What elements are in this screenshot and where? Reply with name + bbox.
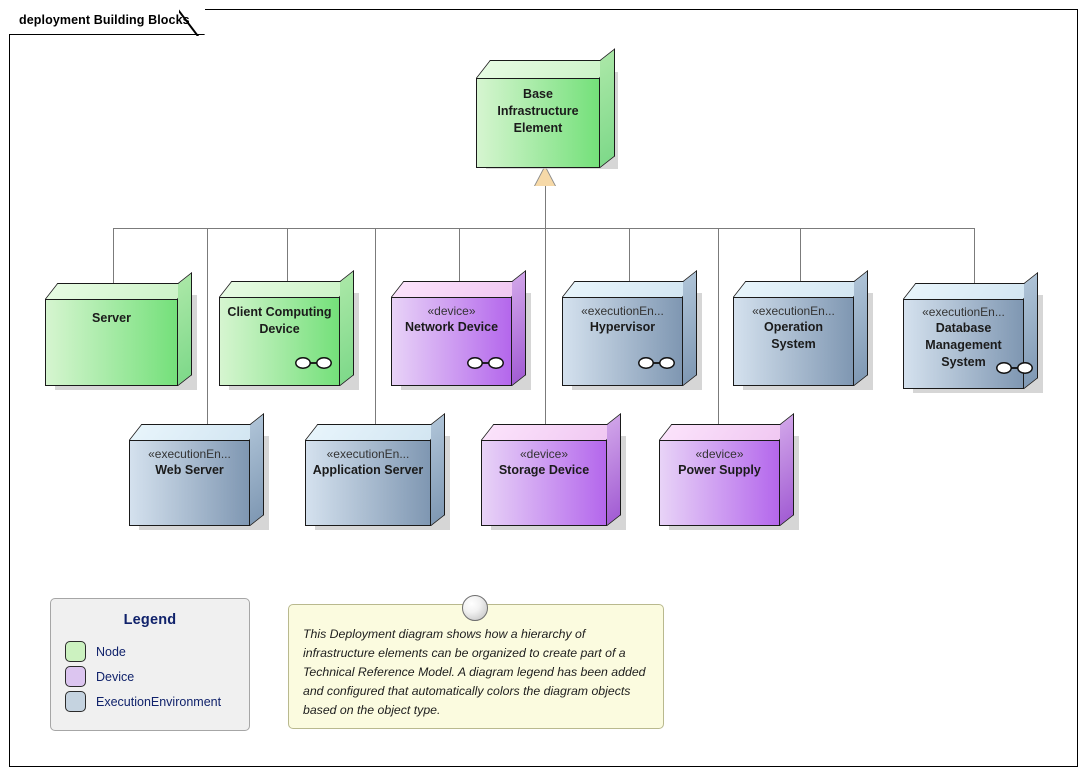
node-front-face: [659, 440, 780, 526]
node-top-face: [219, 281, 353, 297]
legend-item-node[interactable]: Node: [51, 639, 249, 664]
node-hypervisor[interactable]: «executionEn... Hypervisor: [562, 270, 702, 393]
node-database-management-system[interactable]: «executionEn... Database Management Syst…: [903, 272, 1043, 395]
node-network-device[interactable]: «device» Network Device: [391, 270, 531, 393]
node-side-face: [340, 270, 354, 386]
connector-drop-storage-device: [545, 228, 547, 431]
node-side-face: [854, 270, 868, 386]
node-base-infrastructure-element[interactable]: Base Infrastructure Element: [476, 48, 618, 187]
connector-root-stem: [545, 186, 547, 229]
node-side-face: [250, 413, 264, 526]
note-panel[interactable]: This Deployment diagram shows how a hier…: [288, 604, 664, 729]
node-top-face: [733, 281, 867, 297]
node-side-face: [607, 413, 621, 526]
node-front-face: [391, 297, 512, 386]
frame-tab-shape: [9, 9, 205, 35]
node-front-face: [129, 440, 250, 526]
legend-swatch-device: [65, 666, 86, 687]
connector-drop-power-supply: [718, 228, 720, 431]
legend-item-device[interactable]: Device: [51, 664, 249, 689]
node-front-face: [481, 440, 607, 526]
node-top-face: [45, 283, 191, 299]
node-side-face: [780, 413, 794, 526]
node-application-server[interactable]: «executionEn... Application Server: [305, 413, 450, 532]
generalization-arrow-icon: [535, 167, 555, 186]
connector-drop-network-device: [459, 228, 461, 289]
node-top-face: [903, 283, 1037, 299]
node-front-face: [305, 440, 431, 526]
diagram-frame: [9, 9, 1078, 767]
diagram-frame-tab[interactable]: deployment Building Blocks: [9, 9, 205, 36]
node-web-server[interactable]: «executionEn... Web Server: [129, 413, 269, 532]
node-top-face: [476, 60, 615, 78]
connector-drop-database-management-system: [974, 228, 976, 289]
node-side-face: [683, 270, 697, 386]
composite-link-icon: [996, 362, 1033, 374]
legend-rows: Node Device ExecutionEnvironment: [51, 639, 249, 714]
node-server[interactable]: Server: [45, 272, 197, 393]
frame-tab-label: deployment Building Blocks: [19, 13, 190, 27]
legend-swatch-executionenvironment: [65, 691, 86, 712]
node-front-face: [45, 299, 178, 386]
node-top-face: [305, 424, 444, 440]
composite-link-icon: [467, 357, 504, 369]
node-side-face: [431, 413, 445, 526]
connector-drop-hypervisor: [629, 228, 631, 289]
node-side-face: [512, 270, 526, 386]
node-power-supply[interactable]: «device» Power Supply: [659, 413, 799, 532]
node-side-face: [178, 272, 192, 386]
connector-bus: [113, 228, 975, 230]
composite-link-icon: [295, 357, 332, 369]
node-front-face: [476, 78, 600, 168]
legend-item-executionenvironment[interactable]: ExecutionEnvironment: [51, 689, 249, 714]
note-anchor-handle-icon[interactable]: [462, 595, 488, 621]
node-front-face: [903, 299, 1024, 389]
connector-drop-web-server: [207, 228, 209, 431]
connector-drop-operation-system: [800, 228, 802, 289]
node-front-face: [562, 297, 683, 386]
node-side-face: [600, 48, 615, 168]
node-top-face: [659, 424, 793, 440]
composite-link-icon: [638, 357, 675, 369]
legend-label: ExecutionEnvironment: [96, 694, 222, 709]
connector-drop-server: [113, 228, 115, 289]
legend-swatch-node: [65, 641, 86, 662]
node-top-face: [129, 424, 263, 440]
connector-drop-application-server: [375, 228, 377, 431]
note-text: This Deployment diagram shows how a hier…: [303, 627, 646, 717]
node-top-face: [562, 281, 696, 297]
legend-panel[interactable]: Legend Node Device ExecutionEnvironment: [50, 598, 250, 731]
node-top-face: [391, 281, 525, 297]
node-front-face: [733, 297, 854, 386]
legend-label: Device: [96, 669, 135, 684]
node-operation-system[interactable]: «executionEn... Operation System: [733, 270, 873, 393]
node-storage-device[interactable]: «device» Storage Device: [481, 413, 626, 532]
node-client-computing-device[interactable]: Client Computing Device: [219, 270, 359, 393]
legend-title: Legend: [123, 612, 177, 628]
connector-drop-client-computing-device: [287, 228, 289, 289]
node-top-face: [481, 424, 620, 440]
legend-label: Node: [96, 644, 126, 659]
node-front-face: [219, 297, 340, 386]
